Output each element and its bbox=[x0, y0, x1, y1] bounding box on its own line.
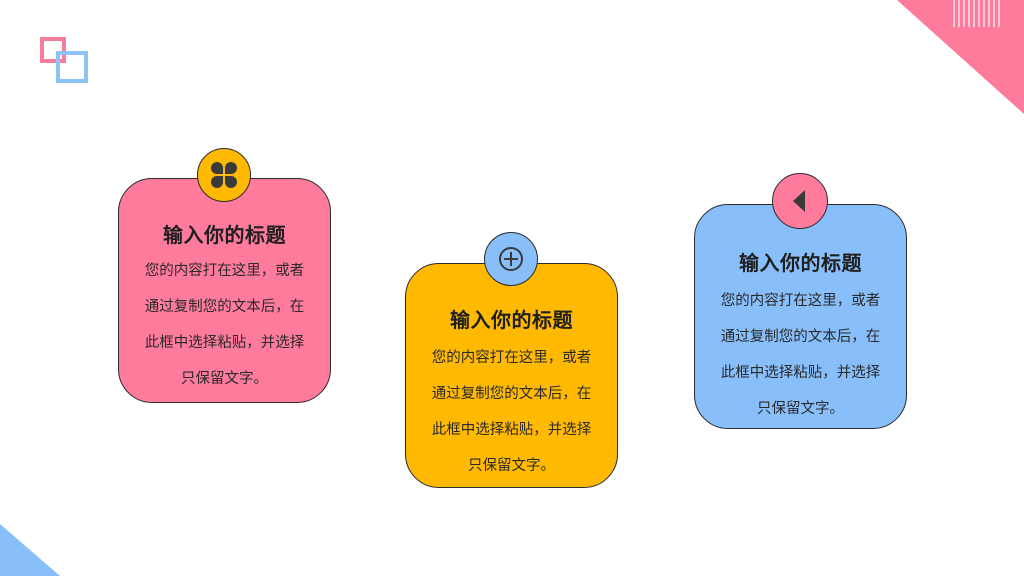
card-2-line-4: 只保留文字。 bbox=[468, 458, 555, 474]
triangle-left-icon bbox=[793, 190, 805, 212]
card-3: 输入你的标题 您的内容打在这里，或者 通过复制您的文本后，在 此框中选择粘贴，并… bbox=[694, 204, 907, 429]
card-2-line-2: 通过复制您的文本后，在 bbox=[431, 386, 592, 402]
card-1: 输入你的标题 您的内容打在这里，或者 通过复制您的文本后，在 此框中选择粘贴，并… bbox=[118, 178, 331, 403]
logo-square-pink bbox=[40, 37, 66, 63]
card-3-line-4: 只保留文字。 bbox=[757, 401, 844, 417]
logo-squares bbox=[40, 37, 90, 85]
card-2-line-1: 您的内容打在这里，或者 bbox=[431, 350, 592, 366]
card-3-line-1: 您的内容打在这里，或者 bbox=[720, 293, 881, 309]
card-1-line-1: 您的内容打在这里，或者 bbox=[144, 263, 305, 279]
card-2-line-3: 此框中选择粘贴，并选择 bbox=[431, 422, 592, 438]
card-3-line-3: 此框中选择粘贴，并选择 bbox=[720, 365, 881, 381]
card-2-title: 输入你的标题 bbox=[450, 308, 573, 332]
card-3-title: 输入你的标题 bbox=[739, 251, 862, 275]
crosshair-plus-icon bbox=[499, 247, 523, 271]
card-2-body: 您的内容打在这里，或者 通过复制您的文本后，在 此框中选择粘贴，并选择 只保留文… bbox=[428, 340, 595, 484]
card-3-body: 您的内容打在这里，或者 通过复制您的文本后，在 此框中选择粘贴，并选择 只保留文… bbox=[717, 283, 884, 427]
card-1-line-2: 通过复制您的文本后，在 bbox=[144, 299, 305, 315]
card-1-title: 输入你的标题 bbox=[163, 223, 286, 247]
card-1-line-4: 只保留文字。 bbox=[181, 371, 268, 387]
four-leaf-icon bbox=[211, 162, 237, 188]
card-2: 输入你的标题 您的内容打在这里，或者 通过复制您的文本后，在 此框中选择粘贴，并… bbox=[405, 263, 618, 488]
corner-decoration-bottom-left bbox=[0, 524, 60, 576]
card-1-body: 您的内容打在这里，或者 通过复制您的文本后，在 此框中选择粘贴，并选择 只保留文… bbox=[141, 253, 308, 397]
card-1-line-3: 此框中选择粘贴，并选择 bbox=[144, 335, 305, 351]
card-1-badge bbox=[197, 148, 251, 202]
card-3-line-2: 通过复制您的文本后，在 bbox=[720, 329, 881, 345]
logo-square-blue bbox=[56, 51, 88, 83]
card-2-badge bbox=[484, 232, 538, 286]
card-3-badge bbox=[772, 173, 828, 229]
